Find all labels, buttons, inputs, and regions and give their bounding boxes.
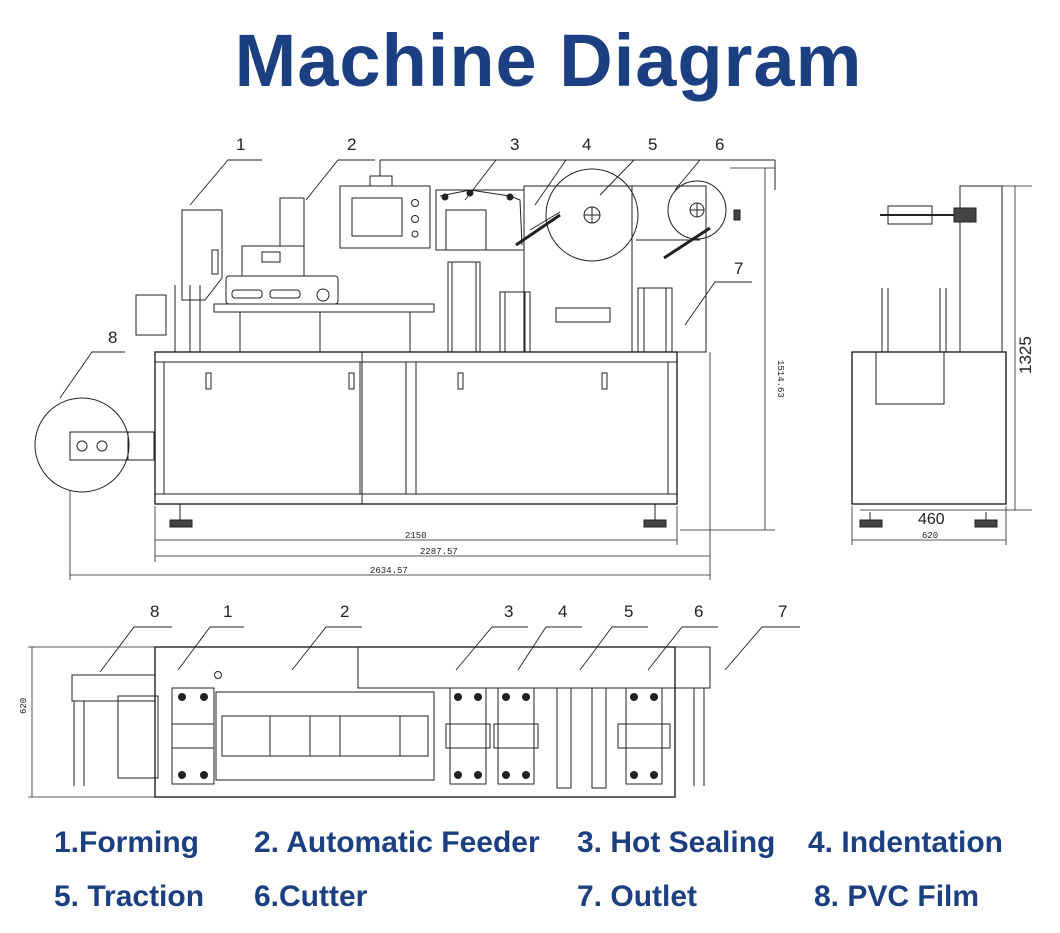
top-callout-leaders: [59, 159, 752, 399]
machine-feet: [169, 504, 667, 528]
front-dimensions: [69, 167, 775, 580]
legend-outlet: 7. Outlet: [577, 880, 698, 913]
callout-top-4: 4: [582, 135, 591, 154]
callout-top-3: 3: [510, 135, 519, 154]
side-elevation: [851, 185, 1032, 545]
legend-traction: 5. Traction: [54, 880, 205, 913]
dim-1514: 1514.63: [775, 360, 785, 398]
dim-2634: 2634.57: [370, 566, 408, 576]
callout-bottom-6: 6: [694, 602, 703, 621]
callout-bottom-1: 1: [223, 602, 232, 621]
callout-top-5: 5: [648, 135, 657, 154]
legend-hot-sealing: 3. Hot Sealing: [577, 826, 776, 859]
legend-pvc-film: 8. PVC Film: [814, 880, 980, 913]
callout-bottom-5: 5: [624, 602, 633, 621]
dim-plan-620: 620: [19, 698, 29, 714]
legend-cutter: 6.Cutter: [254, 880, 368, 913]
legend-automatic-feeder: 2. Automatic Feeder: [254, 826, 540, 859]
callout-top-1: 1: [236, 135, 245, 154]
callout-top-7: 7: [734, 259, 743, 278]
callout-bottom-7: 7: [778, 602, 787, 621]
callout-top-8: 8: [108, 328, 117, 347]
legend-forming: 1.Forming: [54, 826, 200, 859]
callout-bottom-8: 8: [150, 602, 159, 621]
dim-460: 460: [918, 511, 945, 528]
callout-top-2: 2: [347, 135, 356, 154]
station-columns: [447, 261, 673, 353]
callout-bottom-2: 2: [340, 602, 349, 621]
plan-view: [28, 626, 800, 798]
callout-top-6: 6: [715, 135, 724, 154]
bottom-callout-leaders: [99, 626, 800, 673]
dim-1325: 1325: [1016, 336, 1035, 374]
callout-bottom-4: 4: [558, 602, 567, 621]
page-title: Machine Diagram: [234, 19, 863, 102]
front-elevation: 2150 2287.57 2634.57 1514.63: [34, 159, 785, 580]
dim-2287: 2287.57: [420, 547, 458, 557]
legend-indentation: 4. Indentation: [808, 826, 1003, 859]
dim-side-620: 620: [922, 531, 938, 541]
dim-2150: 2150: [405, 531, 427, 541]
callout-bottom-3: 3: [504, 602, 513, 621]
